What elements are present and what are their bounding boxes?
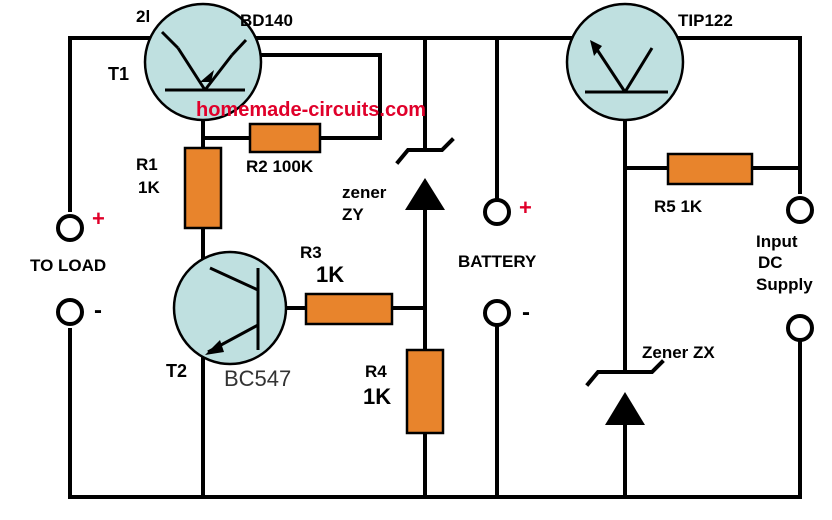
r2-label: R2 100K bbox=[246, 157, 314, 176]
t1-part-label: BD140 bbox=[240, 11, 293, 30]
resistor-r1 bbox=[183, 146, 223, 230]
resistor-r2 bbox=[248, 122, 322, 154]
r4-ref-label: R4 bbox=[365, 362, 387, 381]
input-minus-terminal[interactable] bbox=[786, 314, 814, 342]
transistor-t3 bbox=[565, 2, 685, 122]
battery-plus-sign: + bbox=[519, 195, 532, 220]
load-minus-terminal[interactable] bbox=[56, 298, 84, 326]
battery-label: BATTERY bbox=[458, 252, 537, 271]
zx-label: Zener ZX bbox=[642, 343, 715, 362]
r4-value-label: 1K bbox=[363, 384, 391, 409]
resistor-r4 bbox=[405, 348, 445, 435]
transistor-t1 bbox=[143, 2, 263, 122]
transistor-t2 bbox=[172, 250, 288, 366]
resistor-r5 bbox=[666, 152, 754, 186]
t1-arrow-icon bbox=[200, 70, 214, 82]
t1-pin-mark: 2l bbox=[136, 7, 150, 26]
resistor-r3 bbox=[304, 292, 394, 326]
bottom-rail bbox=[68, 328, 802, 499]
load-plus-terminal[interactable] bbox=[56, 214, 84, 242]
input-label-line3: Supply bbox=[756, 275, 813, 294]
r3-ref-label: R3 bbox=[300, 243, 322, 262]
load-minus-sign: - bbox=[94, 297, 102, 324]
r5-label: R5 1K bbox=[654, 197, 703, 216]
t3-part-label: TIP122 bbox=[678, 11, 733, 30]
battery-minus-terminal[interactable] bbox=[483, 299, 511, 327]
battery-minus-sign: - bbox=[522, 299, 530, 326]
zener-zx bbox=[585, 359, 665, 425]
zy-label-line1: zener bbox=[342, 183, 387, 202]
input-label-line2: DC bbox=[758, 253, 783, 272]
r1-ref-label: R1 bbox=[136, 155, 158, 174]
r1-value-label: 1K bbox=[138, 178, 160, 197]
input-label-line1: Input bbox=[756, 232, 798, 251]
zy-label-line2: ZY bbox=[342, 205, 364, 224]
t1-ref-label: T1 bbox=[108, 64, 129, 84]
r3-value-label: 1K bbox=[316, 262, 344, 287]
t2-part-label: BC547 bbox=[224, 366, 291, 391]
watermark-text: homemade-circuits.com bbox=[196, 99, 426, 121]
t2-arrow-icon bbox=[205, 340, 224, 355]
battery-plus-terminal[interactable] bbox=[483, 198, 511, 226]
zener-zy bbox=[395, 137, 455, 210]
input-plus-terminal[interactable] bbox=[786, 196, 814, 224]
t3-arrow-icon bbox=[590, 40, 602, 56]
load-plus-sign: + bbox=[92, 206, 105, 231]
t2-ref-label: T2 bbox=[166, 361, 187, 381]
load-label: TO LOAD bbox=[30, 256, 106, 275]
